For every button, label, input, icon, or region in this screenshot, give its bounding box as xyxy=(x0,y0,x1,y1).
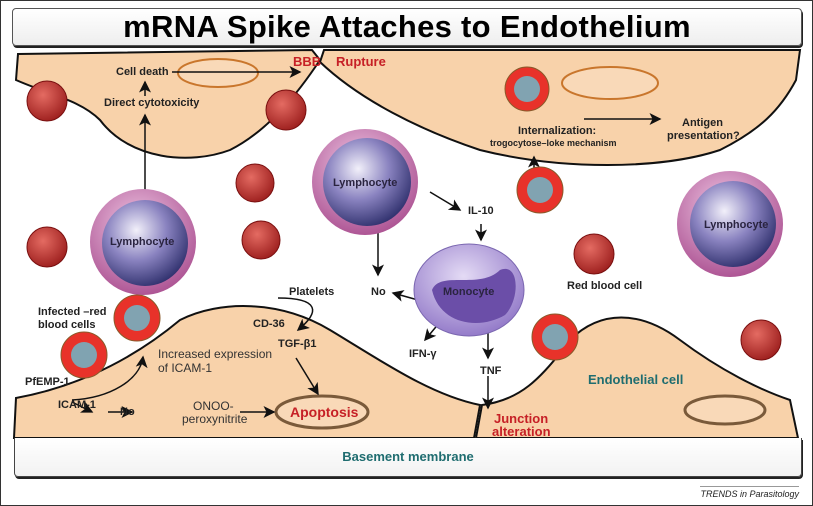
red-blood-cell-label: Red blood cell xyxy=(567,280,643,292)
arrow-monocyte-to-no xyxy=(391,290,419,302)
icam1-label: ICAM-1 xyxy=(58,399,96,411)
lymphocyte-right-label: Lymphocyte xyxy=(704,219,769,231)
junction-label-line2: alteration xyxy=(492,424,551,439)
nucleus-apoptosis xyxy=(274,394,370,430)
tnf-label: TNF xyxy=(480,365,502,377)
lymphocyte-right xyxy=(677,171,783,277)
direct-cytotoxicity-label: Direct cytotoxicity xyxy=(104,97,200,109)
basement-membrane: Basement membrane xyxy=(14,438,802,477)
cd36-label: CD-36 xyxy=(253,318,285,330)
nucleus-bottom-right xyxy=(683,394,767,426)
red-blood-cell xyxy=(573,233,615,275)
increased-expression-line2: of ICAM-1 xyxy=(158,361,213,375)
lymphocyte-left xyxy=(90,189,196,295)
internalization-label: Internalization: xyxy=(518,125,597,137)
arrow-platelets-to-cd36 xyxy=(277,297,314,331)
no-label-center: No xyxy=(371,286,386,298)
junction-label-line1: Junction xyxy=(494,411,549,426)
ifn-gamma-label: IFN-γ xyxy=(409,348,437,360)
antigen-label-line2: presentation? xyxy=(667,130,740,142)
red-blood-cell xyxy=(235,163,275,203)
increased-expression-line1: Increased expression xyxy=(158,347,273,361)
red-blood-cell xyxy=(26,80,68,122)
platelets-label: Platelets xyxy=(289,286,335,298)
red-blood-cell xyxy=(241,220,281,260)
pfemp1-label: PfEMP-1 xyxy=(25,376,70,388)
basement-membrane-label: Basement membrane xyxy=(342,449,474,464)
rupture-label: Rupture xyxy=(336,54,386,69)
bbb-label: BBB xyxy=(293,54,322,69)
tgf-beta1-label: TGF-β1 xyxy=(278,338,317,350)
source-credit: TRENDS in Parasitology xyxy=(700,486,799,499)
lymphocyte-center xyxy=(312,129,418,235)
apoptosis-label: Apoptosis xyxy=(290,404,359,420)
monocyte xyxy=(413,243,525,337)
onoo-label-line1: ONOO- xyxy=(193,399,234,413)
title-banner: mRNA Spike Attaches to Endothelium xyxy=(12,8,802,46)
red-blood-cell xyxy=(265,89,307,131)
lymphocyte-center-label: Lymphocyte xyxy=(333,177,398,189)
monocyte-label: Monocyte xyxy=(443,286,495,298)
red-blood-cell xyxy=(740,319,782,361)
infected-rbc-label-line2: blood cells xyxy=(38,319,96,331)
lymphocyte-left-label: Lymphocyte xyxy=(110,236,175,248)
onoo-label-line2: peroxynitrite xyxy=(182,412,248,426)
trogocytose-label: trogocytose–loke mechanism xyxy=(490,138,617,148)
arrow-lymph-to-il10 xyxy=(429,191,462,211)
figure-title: mRNA Spike Attaches to Endothelium xyxy=(123,9,691,44)
no-label-left: No xyxy=(120,406,135,418)
cell-death-label: Cell death xyxy=(116,66,169,78)
nucleus-top-right xyxy=(561,66,659,100)
red-blood-cell xyxy=(26,226,68,268)
infected-rbc-label-line1: Infected –red xyxy=(38,306,107,318)
antigen-label-line1: Antigen xyxy=(682,117,723,129)
arrow-icam-to-no xyxy=(71,401,94,413)
endothelial-cell-top-right xyxy=(318,49,802,166)
arrow-tgf-to-apoptosis xyxy=(295,357,319,396)
il10-label: IL-10 xyxy=(468,205,494,217)
arrow-icam-to-expression xyxy=(71,355,148,401)
nucleus-top-left xyxy=(177,58,259,88)
endothelial-cell-label: Endothelial cell xyxy=(588,372,684,387)
